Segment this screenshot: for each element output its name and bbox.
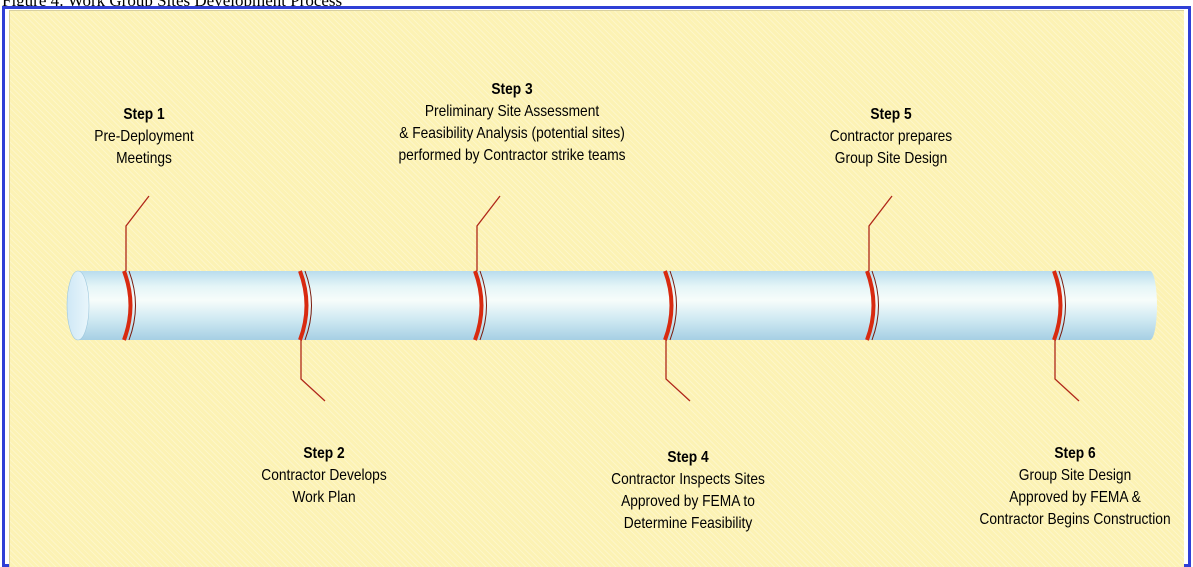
step-4-text-line: Contractor Inspects Sites (611, 471, 765, 488)
step-1-text-line: Pre-Deployment (94, 128, 194, 145)
step-4-ring (663, 270, 674, 341)
step-6-leader-line (1054, 340, 1080, 402)
step-2-text-line: Work Plan (292, 489, 356, 506)
step-2-ring-edge (304, 270, 312, 341)
step-3-text-line: & Feasibility Analysis (potential sites) (399, 125, 625, 142)
step-1-ring-edge (128, 270, 136, 341)
step-4-title: Step 4 (667, 449, 709, 466)
timeline-pipe-end (1143, 271, 1157, 340)
step-2-title: Step 2 (303, 445, 345, 462)
step-5-ring-edge (871, 270, 879, 341)
step-6-title: Step 6 (1054, 445, 1096, 462)
timeline-pipe-cap (66, 270, 90, 341)
step-4-ring-edge (669, 270, 677, 341)
step-2-text-line: Contractor Develops (261, 467, 387, 484)
step-3-ring-edge (479, 270, 487, 341)
step-3-leader-line (476, 195, 501, 271)
step-3-text-line: Preliminary Site Assessment (424, 103, 600, 120)
step-6-text-line: Approved by FEMA & (1009, 489, 1141, 506)
step-1-text-line: Meetings (116, 150, 172, 167)
step-3-ring (473, 270, 484, 341)
step-3-title: Step 3 (491, 81, 533, 98)
figure-caption: Figure 4: Work Group Sites Development P… (2, 0, 343, 10)
step-5-ring (865, 270, 876, 341)
step-4-text-line: Approved by FEMA to (621, 493, 755, 510)
step-5-text-line: Group Site Design (834, 150, 948, 167)
step-1-leader-line (125, 195, 150, 271)
step-4-text-line: Determine Feasibility (623, 515, 753, 532)
timeline-pipe (78, 271, 1150, 340)
step-4-leader-line (665, 340, 691, 402)
step-6-ring (1052, 270, 1063, 341)
step-1-title: Step 1 (123, 106, 165, 123)
step-1-ring (122, 270, 133, 341)
step-3-label: Step 3 Preliminary Site Assessment & Feasi… (398, 79, 625, 167)
step-6-text-line: Group Site Design (1018, 467, 1132, 484)
step-6-text-line: Contractor Begins Construction (979, 511, 1171, 528)
step-5-title: Step 5 (870, 106, 912, 123)
step-5-leader-line (868, 195, 893, 271)
step-5-text-line: Contractor prepares (829, 128, 953, 145)
step-2-ring (298, 270, 309, 341)
step-3-text-line: performed by Contractor strike teams (398, 147, 626, 164)
step-6-ring-edge (1058, 270, 1066, 341)
step-2-leader-line (300, 340, 326, 402)
